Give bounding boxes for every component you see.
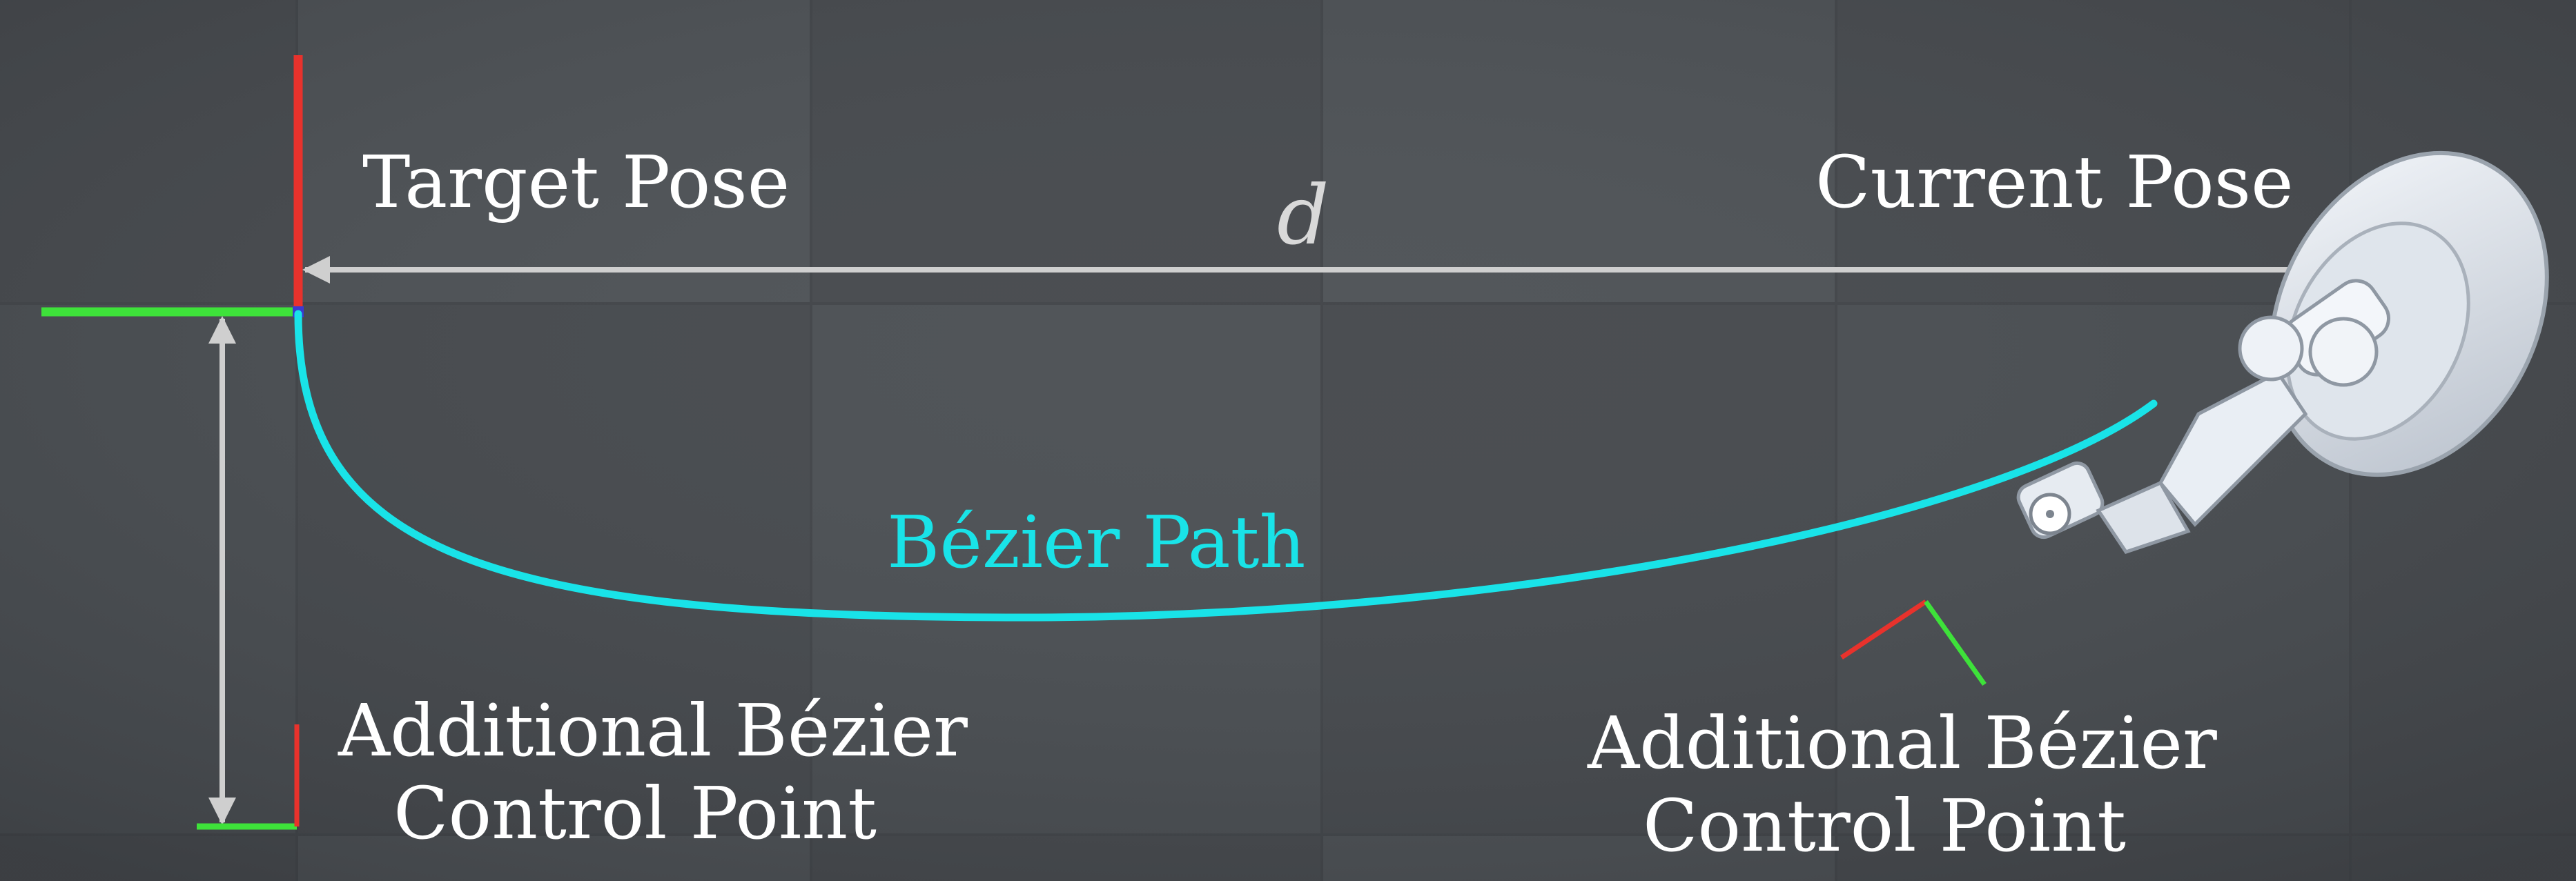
additional-control-point-left-line1: Additional Bézier: [338, 689, 968, 773]
additional-control-point-left-line2: Control Point: [393, 771, 877, 855]
additional-control-point-right-line2: Control Point: [1642, 783, 2127, 868]
current-pose-label: Current Pose: [1815, 140, 2294, 224]
additional-control-point-left-label: Additional Bézier Control Point: [338, 689, 968, 855]
additional-control-point-right-label: Additional Bézier Control Point: [1588, 701, 2217, 868]
control-point-frame-right-icon: [1840, 600, 1987, 686]
distance-label: d: [1277, 168, 1329, 263]
bezier-path-label: Bézier Path: [887, 500, 1306, 584]
bezier-path-curve: [294, 310, 2158, 622]
robot-arm-icon: [2016, 150, 2549, 554]
target-pose-label: Target Pose: [362, 140, 790, 224]
additional-control-point-right-line1: Additional Bézier: [1588, 701, 2217, 785]
control-point-frame-left-icon: [197, 724, 300, 830]
